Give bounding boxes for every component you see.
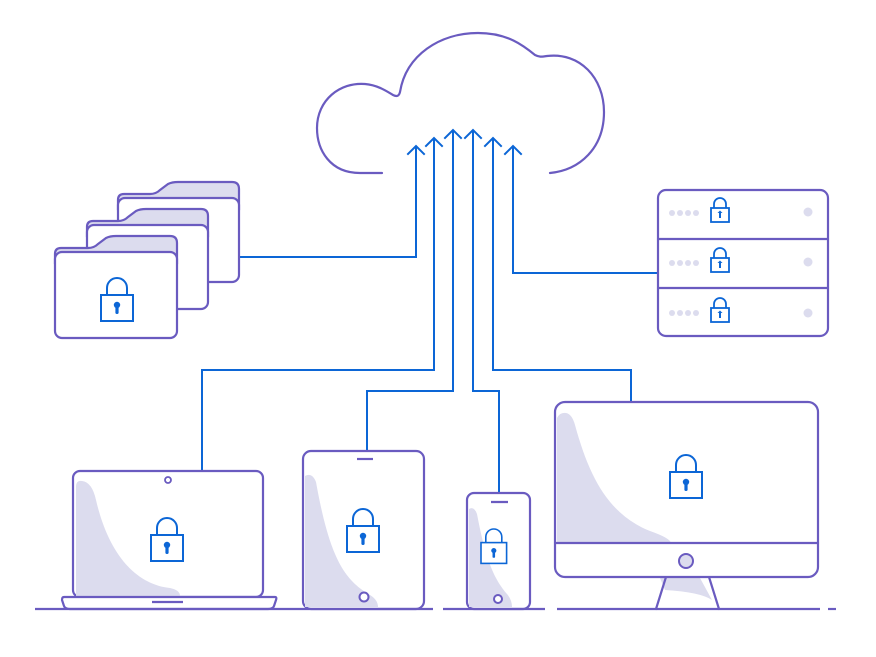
- tablet-icon: [301, 449, 426, 611]
- webcam-icon: [164, 476, 172, 484]
- arrowhead-icon: [406, 144, 426, 156]
- cloud: [315, 31, 606, 175]
- wire-folders: [240, 146, 417, 258]
- wire-tablet: [366, 130, 454, 450]
- arrowhead-icon: [463, 128, 483, 140]
- home-button: [493, 594, 503, 604]
- server-icon: [656, 188, 830, 338]
- power-button: [678, 553, 694, 569]
- folder-stack-icon: [53, 180, 241, 340]
- wire-server: [512, 146, 658, 274]
- laptop-icon: [60, 469, 278, 611]
- arrowhead-icon: [443, 128, 463, 140]
- status-light: [803, 257, 813, 267]
- folder-front: [53, 234, 179, 340]
- wire-monitor: [492, 138, 632, 402]
- connector-wires: [201, 128, 658, 492]
- server-unit: [669, 297, 813, 323]
- wire-phone: [472, 130, 500, 492]
- status-light: [803, 308, 813, 318]
- arrowhead-icon: [503, 144, 523, 156]
- server-unit: [669, 197, 813, 223]
- cloud-icon: [315, 31, 606, 175]
- server-unit: [669, 247, 813, 273]
- arrowhead-icon: [424, 136, 444, 148]
- arrowhead-icon: [483, 136, 503, 148]
- monitor-icon: [553, 400, 820, 611]
- wire-laptop: [201, 138, 435, 470]
- home-button: [358, 591, 370, 603]
- smartphone-icon: [465, 491, 532, 611]
- status-light: [803, 207, 813, 217]
